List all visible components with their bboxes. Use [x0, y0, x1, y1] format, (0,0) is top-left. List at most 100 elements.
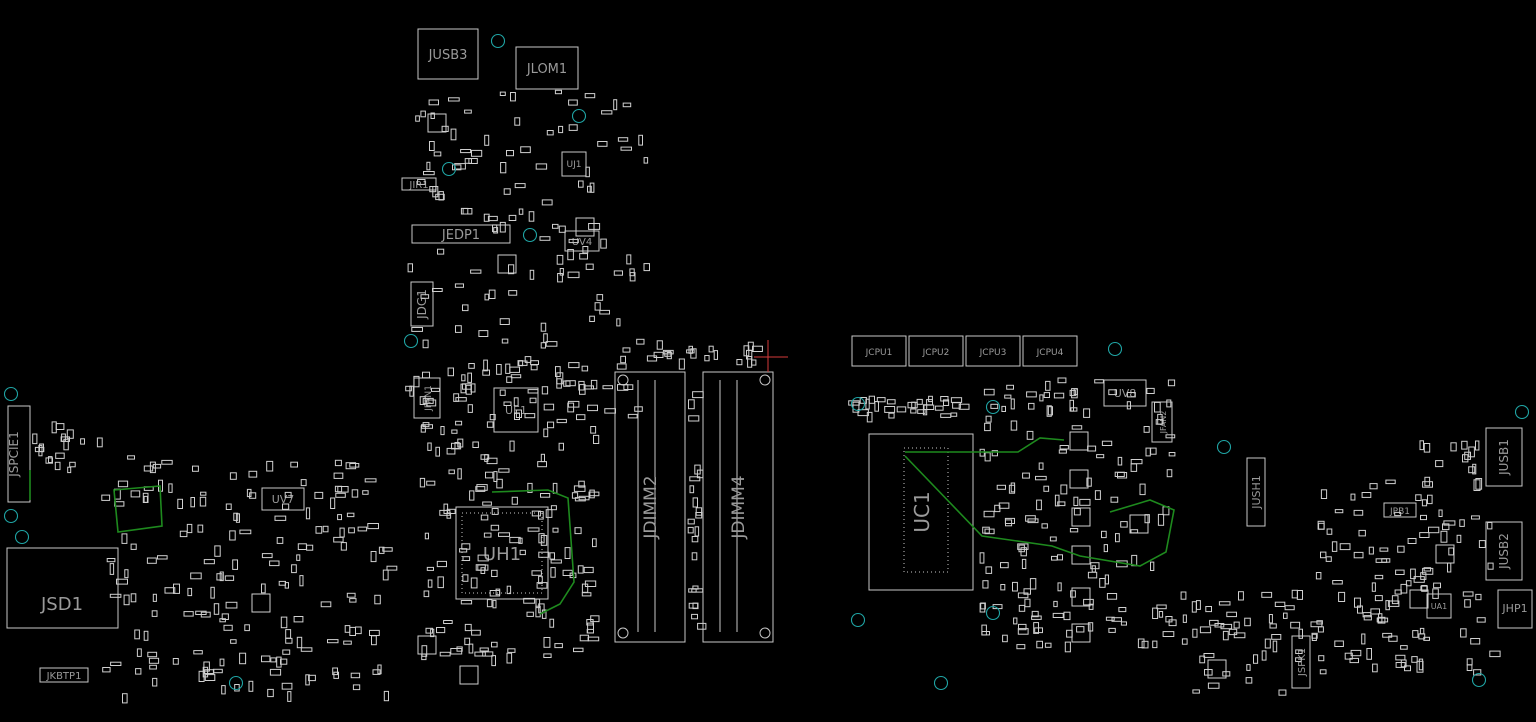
footprint-pad: [601, 110, 613, 115]
component-jdg1[interactable]: JDG1: [410, 281, 434, 327]
footprint-pad: [1057, 501, 1066, 507]
component-jpb1[interactable]: JPB1: [1383, 502, 1417, 518]
footprint-pad: [518, 360, 528, 366]
footprint-pad: [346, 512, 355, 518]
footprint-pad: [1006, 384, 1015, 390]
footprint-pad: [691, 552, 698, 561]
footprint-pad: [1053, 392, 1065, 399]
label-uv7: UV7: [272, 493, 295, 506]
footprint-pad: [886, 399, 896, 405]
footprint-pad: [584, 385, 594, 390]
component-uh1[interactable]: UH1: [455, 506, 549, 600]
footprint-pad: [470, 269, 482, 274]
footprint-pad: [1245, 677, 1253, 684]
footprint-pad: [1372, 663, 1378, 673]
component-jcpu2[interactable]: JCPU2: [908, 335, 964, 367]
footprint-pad: [1001, 405, 1007, 412]
component-uv4[interactable]: UV4: [564, 230, 600, 252]
component-jush1[interactable]: JUSH1: [1246, 457, 1266, 527]
footprint-pad: [460, 207, 469, 215]
footprint-pad: [357, 526, 368, 532]
label-jspk1: JSPK1: [1297, 648, 1308, 677]
footprint-pad: [374, 594, 381, 605]
footprint-pad: [212, 668, 223, 674]
footprint-pad: [1350, 649, 1362, 657]
component-uj1[interactable]: UJ1: [561, 151, 587, 177]
footprint-pad: [1290, 621, 1301, 629]
footprint-pad: [1026, 430, 1034, 440]
component-jcpu3[interactable]: JCPU3: [965, 335, 1021, 367]
footprint-pad: [426, 161, 431, 171]
footprint-pad: [943, 399, 950, 406]
footprint-pad: [1442, 523, 1450, 531]
footprint-pad: [1331, 541, 1338, 552]
footprint-pad: [514, 183, 526, 189]
footprint-pad: [688, 602, 699, 609]
footprint-pad: [510, 92, 516, 102]
footprint-pad: [513, 397, 519, 407]
footprint-pad: [63, 438, 69, 451]
footprint-pad: [1168, 619, 1177, 627]
footprint-pad: [547, 421, 555, 429]
footprint-pad: [1076, 626, 1085, 633]
component-jspk1[interactable]: JSPK1: [1291, 635, 1311, 689]
component-jcpu4[interactable]: JCPU4: [1022, 335, 1078, 367]
footprint-pad: [518, 208, 524, 215]
footprint-pad: [752, 345, 763, 353]
component-jsd1[interactable]: JSD1: [6, 547, 119, 629]
component-jhp1[interactable]: JHP1: [1497, 589, 1533, 629]
component-jspcie1[interactable]: JSPCIE1: [7, 405, 31, 503]
footprint-pad: [1018, 544, 1025, 553]
component-jusb1[interactable]: JUSB1: [1485, 427, 1523, 487]
footprint-pad: [523, 597, 536, 604]
footprint-pad: [1079, 498, 1091, 506]
footprint-pad: [1094, 379, 1104, 384]
footprint-pad: [1374, 574, 1384, 580]
footprint-pad: [982, 580, 989, 589]
footprint-pad: [199, 496, 207, 507]
footprint-pad: [1475, 440, 1480, 451]
component-jusb2[interactable]: JUSB2: [1485, 521, 1523, 581]
component-jdimm2[interactable]: JDIMM2: [614, 371, 686, 643]
component-jedp1[interactable]: JEDP1: [411, 224, 511, 244]
footprint-pad: [985, 415, 992, 423]
footprint-pad: [617, 384, 629, 391]
footprint-pad: [697, 622, 707, 630]
footprint-pad: [244, 624, 250, 632]
mounting-hole: [850, 396, 866, 412]
component-jusb3[interactable]: JUSB3: [417, 28, 479, 80]
footprint-pad: [540, 493, 551, 498]
footprint-pad: [249, 492, 257, 499]
footprint-pad: [514, 117, 521, 126]
component-uv8[interactable]: UV8: [1103, 379, 1147, 407]
footprint-pad: [67, 466, 72, 474]
footprint-pad: [460, 600, 473, 605]
footprint-pad: [1083, 598, 1094, 606]
footprint-pad: [48, 456, 53, 464]
component-ua1[interactable]: UA1: [1426, 593, 1452, 619]
footprint-pad: [983, 510, 995, 518]
component-jkbtp1[interactable]: JKBTP1: [39, 667, 89, 683]
footprint-pad: [1244, 617, 1251, 627]
footprint-pad: [1487, 562, 1494, 570]
footprint-pad: [221, 685, 226, 695]
footprint-pad: [1283, 612, 1288, 619]
component-uv7[interactable]: UV7: [261, 487, 305, 511]
footprint-pad: [952, 402, 961, 409]
component-jir1[interactable]: JIR1: [401, 177, 437, 191]
footprint-pad: [130, 593, 137, 603]
component-jdimm4[interactable]: JDIMM4: [702, 371, 774, 643]
component-uc1[interactable]: UC1: [868, 433, 974, 591]
component-jlom1[interactable]: JLOM1: [515, 46, 579, 90]
footprint-pad: [691, 536, 699, 543]
footprint-pad: [573, 647, 584, 653]
footprint-pad: [172, 658, 179, 665]
footprint-pad: [1000, 562, 1009, 569]
footprint-pad: [1087, 622, 1094, 632]
footprint-pad: [613, 270, 623, 276]
footprint-pad: [1051, 555, 1058, 561]
footprint-pad: [423, 590, 430, 598]
component-jcpu1[interactable]: JCPU1: [851, 335, 907, 367]
footprint-pad: [1332, 580, 1343, 585]
